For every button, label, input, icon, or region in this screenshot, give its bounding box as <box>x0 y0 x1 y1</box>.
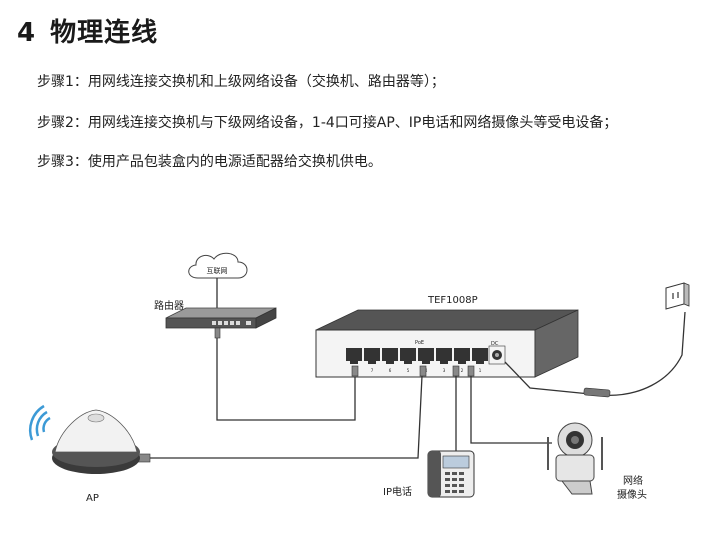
port-number-label: 1 <box>479 368 482 373</box>
poe-label: PoE <box>415 340 424 346</box>
internet-label: 互联网 <box>207 266 228 275</box>
port-number-label: 3 <box>443 368 446 373</box>
ap-label: AP <box>86 493 99 504</box>
internet-cloud-icon: 互联网 <box>188 252 248 279</box>
ip-phone-icon <box>427 450 475 498</box>
switch-icon: PoE DC <box>315 309 579 378</box>
router-cable-plug-icon <box>214 327 221 339</box>
network-camera-icon <box>547 422 603 495</box>
camera-label-line-2: 摄像头 <box>617 488 647 501</box>
section-heading: 4 物理连线 <box>17 12 158 49</box>
step-3-text: 步骤3：使用产品包装盒内的电源适配器给交换机供电。 <box>37 154 382 170</box>
ap-cable <box>148 375 423 459</box>
ap-icon <box>52 409 140 474</box>
port-number-label: 7 <box>371 368 374 373</box>
ethernet-plugs <box>351 365 475 377</box>
camera-cable <box>470 376 552 444</box>
wifi-signal-icon <box>28 404 51 441</box>
camera-label-line-1: 网络 <box>623 474 643 487</box>
step-2-text: 步骤2：用网线连接交换机与下级网络设备，1-4口可接AP、IP电话和网络摄像头等… <box>37 115 618 131</box>
power-adapter-icon <box>583 387 611 398</box>
switch-model-label: TEF1008P <box>427 295 478 306</box>
ip-phone-label: IP电话 <box>383 485 412 498</box>
section-number: 4 <box>17 18 37 48</box>
port-number-label: 2 <box>461 368 464 373</box>
section-title: 物理连线 <box>50 18 159 48</box>
port-number-label: 5 <box>407 368 410 373</box>
router-icon <box>165 307 277 329</box>
router-label: 路由器 <box>154 299 184 312</box>
power-outlet-icon <box>665 282 690 310</box>
switch-ports <box>346 348 488 364</box>
port-number-label: 6 <box>389 368 392 373</box>
router-to-switch-cable <box>216 338 356 421</box>
dc-label: DC <box>491 341 499 347</box>
step-1-text: 步骤1：用网线连接交换机和上级网络设备（交换机、路由器等）； <box>37 74 445 90</box>
